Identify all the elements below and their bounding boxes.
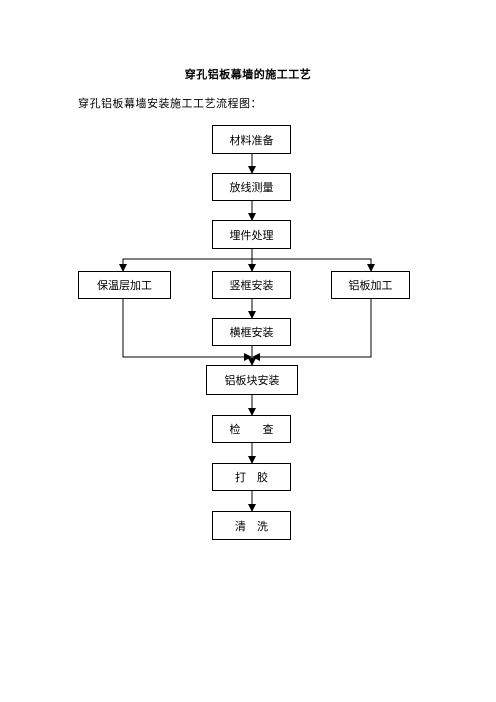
node-material-prep-label: 材料准备 (229, 133, 274, 147)
node-material-prep: 材料准备 (212, 125, 291, 154)
node-insulation-processing: 保温层加工 (78, 271, 171, 299)
flowchart-intro: 穿孔铝板幕墙安装施工工艺流程图： (78, 97, 262, 110)
branch-embedded-to-insulation (119, 258, 252, 272)
node-glue-label: 打 胶 (235, 471, 268, 484)
node-cleaning-label: 清 洗 (235, 519, 268, 533)
node-panel-install: 铝板块安装 (206, 365, 298, 395)
node-embedded-parts-label: 埋件处理 (229, 228, 274, 242)
node-aluminum-processing-label: 铝板加工 (348, 279, 393, 292)
node-vertical-frame-label: 竖框安装 (229, 279, 274, 292)
node-aluminum-processing: 铝板加工 (331, 271, 410, 299)
node-vertical-frame: 竖框安装 (212, 271, 291, 299)
node-layout-survey: 放线测量 (212, 173, 291, 201)
node-embedded-parts: 埋件处理 (212, 220, 291, 249)
node-inspection: 检 查 (212, 415, 291, 443)
branch-embedded-to-aluminum (252, 258, 375, 272)
node-glue: 打 胶 (212, 463, 291, 491)
merge-insulation-to-panel (122, 299, 252, 361)
node-horizontal-frame-label: 横框安装 (229, 326, 274, 339)
node-insulation-processing-label: 保温层加工 (97, 279, 152, 292)
merge-aluminum-to-panel (252, 299, 372, 361)
node-panel-install-label: 铝板块安装 (224, 374, 280, 387)
node-inspection-label: 检 查 (229, 423, 274, 436)
document-title: 穿孔铝板幕墙的施工工艺 (184, 68, 312, 81)
node-layout-survey-label: 放线测量 (229, 181, 274, 194)
node-cleaning: 清 洗 (212, 511, 291, 540)
node-horizontal-frame: 横框安装 (212, 318, 291, 346)
